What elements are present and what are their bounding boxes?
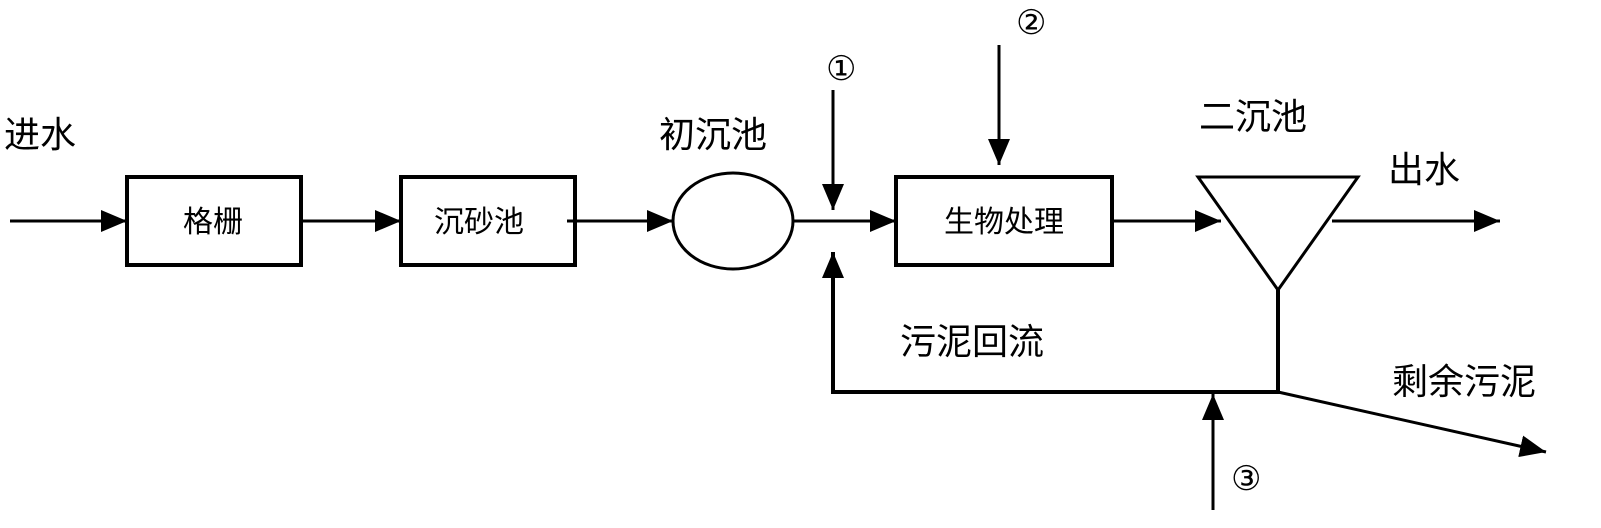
dosing-point-3-label: ③ (1231, 459, 1262, 499)
excess-sludge-label: 剩余污泥 (1392, 362, 1537, 403)
inflow-label: 进水 (4, 115, 77, 156)
dosing-point-2-label: ② (1016, 3, 1047, 43)
secondary-clarifier-triangle (1195, 175, 1361, 293)
outflow-label: 出水 (1388, 150, 1461, 191)
primary-clarifier-label: 初沉池 (659, 115, 768, 156)
sludge-return-label: 污泥回流 (900, 322, 1045, 363)
dosing-point-1-label: ① (826, 49, 857, 89)
sludge-return-line (822, 252, 1280, 394)
primary-clarifier-circle (671, 171, 795, 271)
bio-treatment-label: 生物处理 (944, 205, 1064, 240)
excess-sludge-arrow (1277, 390, 1547, 458)
screen-label: 格栅 (183, 205, 243, 240)
secondary-clarifier-label: 二沉池 (1199, 97, 1308, 138)
grit-chamber-label: 沉砂池 (434, 205, 524, 240)
